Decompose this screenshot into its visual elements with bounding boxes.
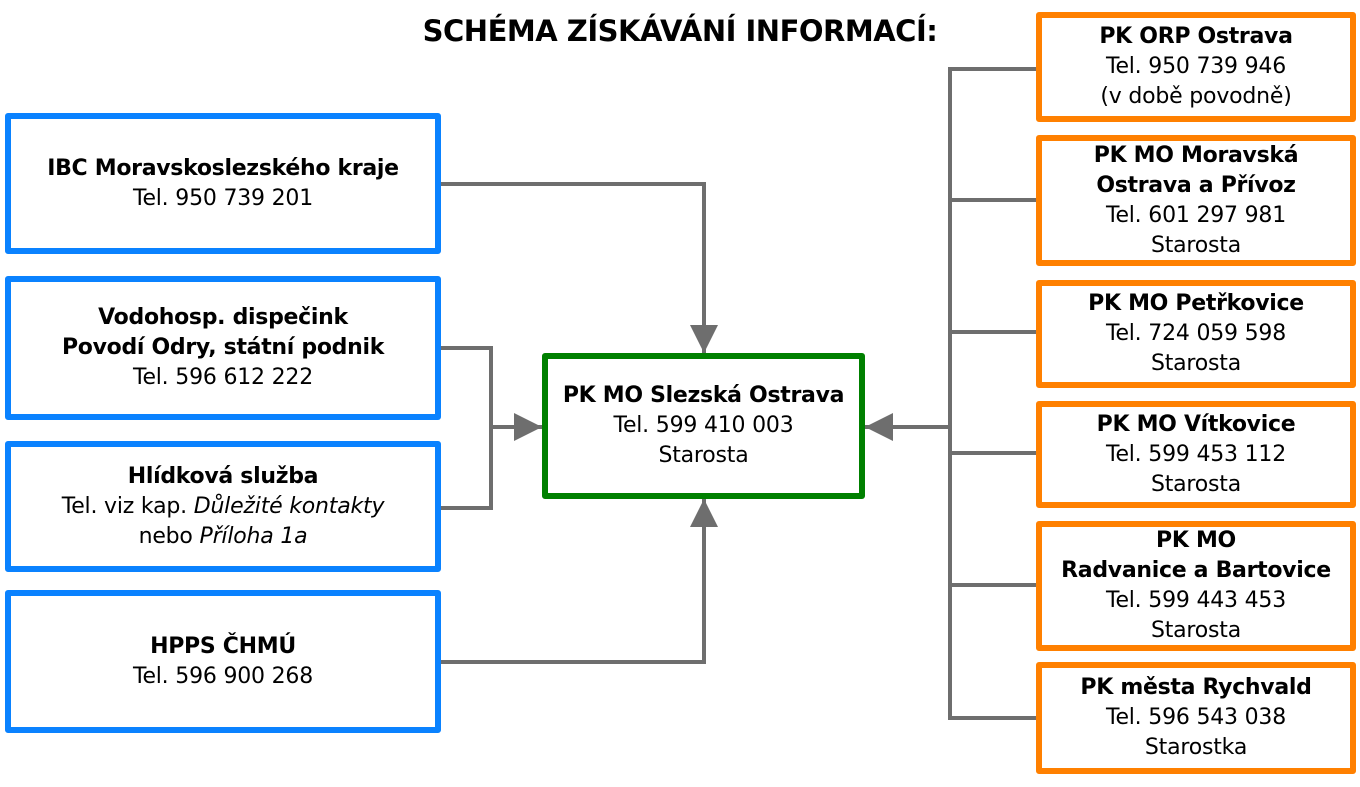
center-box: PK MO Slezská Ostrava Tel. 599 410 003 S…: [542, 353, 865, 499]
target-role: Starostka: [1144, 735, 1248, 760]
source-tel-alt-prefix: nebo: [138, 523, 200, 549]
target-tel: Tel. 950 739 946: [1105, 54, 1287, 79]
connector-hpps-to-center: [441, 499, 718, 664]
target-tel: Tel. 601 297 981: [1105, 202, 1287, 228]
target-box-petrkovice: PK MO Petřkovice Tel. 724 059 598 Staros…: [1036, 280, 1356, 388]
target-name-line2: Ostrava a Přívoz: [1096, 172, 1296, 198]
source-tel: Tel. 596 900 268: [132, 663, 314, 689]
target-role: Starosta: [1150, 232, 1242, 258]
source-box-hpps: HPPS ČHMÚ Tel. 596 900 268: [5, 590, 441, 733]
target-box-orp-ostrava: PK ORP Ostrava Tel. 950 739 946 (v době …: [1036, 12, 1356, 122]
source-name: HPPS ČHMÚ: [150, 633, 296, 659]
center-name: PK MO Slezská Ostrava: [562, 383, 845, 408]
source-box-hlidkova: Hlídková služba Tel. viz kap. Důležité k…: [5, 441, 441, 572]
target-role: Starosta: [1150, 351, 1242, 376]
source-tel-reference: Důležité kontakty: [193, 493, 385, 519]
connector-bracket-left: [441, 346, 493, 510]
target-tel: Tel. 599 453 112: [1105, 441, 1287, 467]
source-tel-alt: nebo Příloha 1a: [139, 522, 308, 552]
target-note: (v době povodně): [1100, 84, 1292, 109]
source-name: Hlídková služba: [127, 463, 319, 489]
target-name: PK MO Petřkovice: [1088, 291, 1304, 316]
center-role: Starosta: [658, 443, 749, 468]
connector-ibc-to-center: [441, 182, 718, 353]
target-role: Starosta: [1150, 471, 1242, 497]
target-name: PK ORP Ostrava: [1099, 24, 1293, 49]
source-tel: Tel. 596 612 222: [132, 365, 314, 390]
source-box-ibc: IBC Moravskoslezského kraje Tel. 950 739…: [5, 113, 441, 254]
source-tel: Tel. 950 739 201: [132, 185, 314, 211]
target-name: PK města Rychvald: [1080, 675, 1312, 700]
source-tel-prefix: Tel. viz kap.: [61, 493, 194, 519]
target-box-radvanice: PK MO Radvanice a Bartovice Tel. 599 443…: [1036, 521, 1356, 651]
source-name-line1: Vodohosp. dispečink: [98, 305, 348, 330]
target-role: Starosta: [1150, 618, 1242, 643]
source-name: IBC Moravskoslezského kraje: [47, 155, 399, 181]
target-name-line2: Radvanice a Bartovice: [1061, 558, 1331, 583]
source-name-line2: Povodí Odry, státní podnik: [61, 335, 385, 360]
target-tel: Tel. 724 059 598: [1105, 321, 1287, 346]
target-tel: Tel. 596 543 038: [1105, 705, 1287, 730]
target-name: PK MO Vítkovice: [1096, 411, 1296, 437]
target-box-moravska-ostrava: PK MO Moravská Ostrava a Přívoz Tel. 601…: [1036, 135, 1356, 266]
target-name-line1: PK MO Moravská: [1093, 142, 1299, 168]
center-tel: Tel. 599 410 003: [613, 413, 794, 438]
target-box-rychvald: PK města Rychvald Tel. 596 543 038 Staro…: [1036, 662, 1356, 774]
source-box-vodohosp: Vodohosp. dispečink Povodí Odry, státní …: [5, 276, 441, 420]
diagram-title: SCHÉMA ZÍSKÁVÁNÍ INFORMACÍ:: [422, 14, 938, 48]
target-name-line1: PK MO: [1156, 528, 1236, 553]
source-tel: Tel. viz kap. Důležité kontakty: [62, 492, 385, 522]
source-tel-alt-reference: Příloha 1a: [199, 523, 308, 549]
target-box-vitkovice: PK MO Vítkovice Tel. 599 453 112 Starost…: [1036, 401, 1356, 508]
target-tel: Tel. 599 443 453: [1105, 588, 1287, 613]
